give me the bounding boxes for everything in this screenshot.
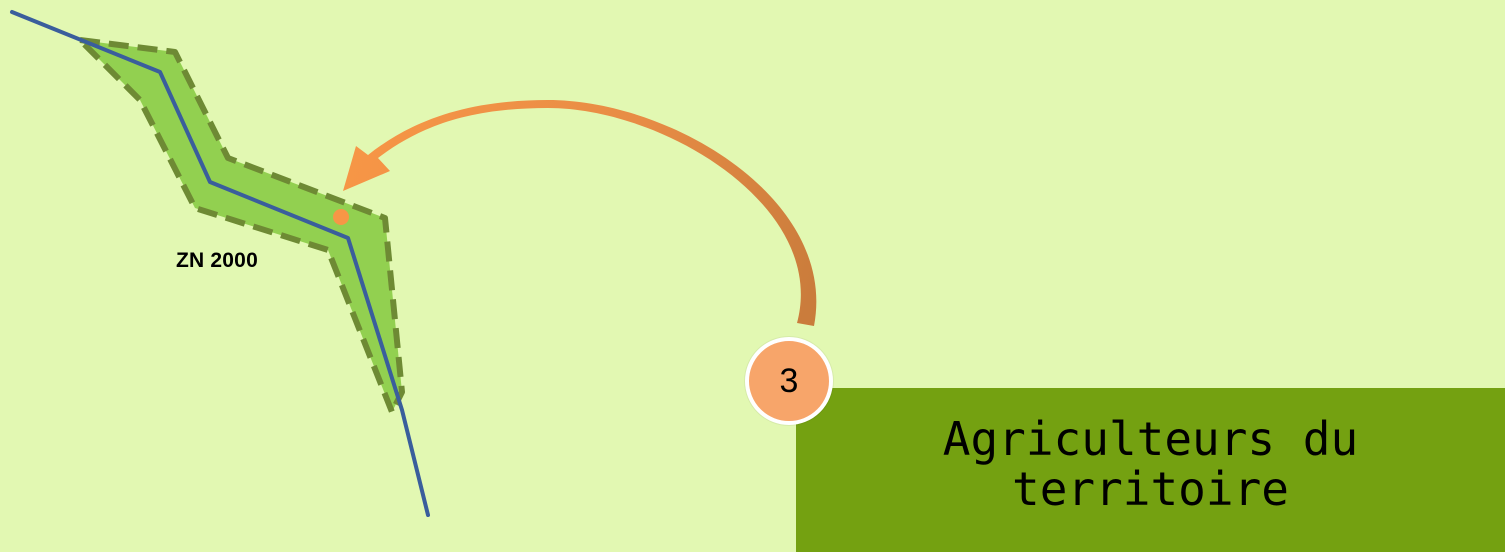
farmers-label: Agriculteurs du territoire bbox=[942, 412, 1359, 516]
step-number: 3 bbox=[779, 361, 799, 400]
location-point bbox=[333, 209, 349, 225]
zone-label: ZN 2000 bbox=[176, 249, 258, 272]
natura-2000-zone bbox=[77, 37, 405, 415]
step-badge: 3 bbox=[745, 337, 833, 425]
curved-arrow bbox=[343, 100, 817, 326]
river-line bbox=[10, 10, 430, 517]
farmers-box: Agriculteurs du territoire bbox=[796, 388, 1505, 552]
